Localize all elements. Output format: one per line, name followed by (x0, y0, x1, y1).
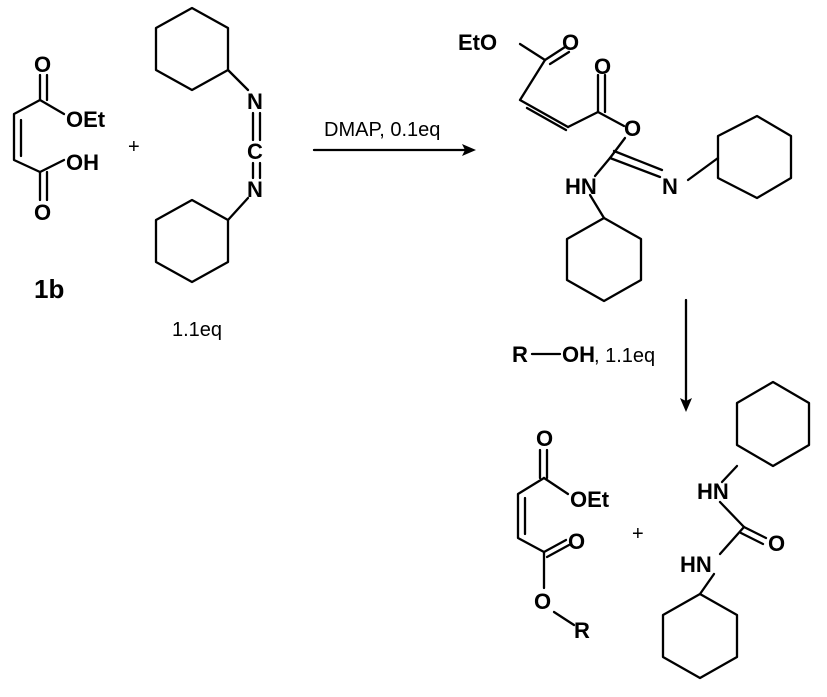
bond (596, 110, 626, 128)
reactant-dcc: N C N 1.1eq (154, 6, 263, 341)
compound-label-1b: 1b (34, 274, 64, 304)
atom-label-o-top: O (536, 426, 553, 451)
bond (525, 106, 568, 132)
equiv-label: 1.1eq (172, 319, 222, 341)
atom-label-hn-top: HN (697, 479, 729, 504)
atom-label-n-top: N (247, 89, 263, 114)
bond (720, 464, 739, 484)
bond (608, 156, 662, 179)
reaction-arrow-1: DMAP, 0.1eq (312, 119, 476, 156)
atom-label-o: O (768, 531, 785, 556)
bond (542, 476, 570, 496)
atom-label-o-mid: O (568, 529, 585, 554)
atom-label-o-bottom: O (34, 200, 51, 225)
bond (698, 572, 716, 596)
cyclohexyl-ring (661, 592, 739, 680)
product-dcu: HN O HN (661, 380, 811, 680)
bond (38, 98, 66, 116)
bond (518, 58, 570, 129)
cyclohexyl-ring (716, 114, 793, 200)
atom-label-o-top: O (562, 30, 579, 55)
intermediate: EtO O O O HN N (458, 30, 793, 303)
bond (739, 531, 765, 546)
atom-label-o-ester: O (534, 589, 551, 614)
bond (686, 156, 720, 182)
reagent-r: R (512, 342, 528, 367)
atom-label-c: C (247, 139, 263, 164)
bond (718, 500, 746, 529)
bond (226, 68, 250, 92)
atom-label-oet: OEt (66, 107, 106, 132)
atom-label-eto: EtO (458, 30, 497, 55)
bond (742, 525, 768, 540)
bond (38, 158, 66, 174)
cyclohexyl-ring (565, 216, 643, 303)
atom-label-n-bottom: N (247, 177, 263, 202)
bond (552, 610, 576, 627)
atom-label-r: R (574, 618, 590, 643)
plus-sign-2: + (632, 523, 644, 545)
bond (593, 156, 612, 178)
atom-label-oet: OEt (570, 487, 610, 512)
reactant-1b: O OEt OH O 1b (12, 52, 106, 304)
reaction-arrow-2: R OH , 1.1eq (512, 298, 692, 412)
bond (548, 50, 571, 66)
reagent-equiv: , 1.1eq (594, 345, 655, 367)
bond (226, 196, 250, 222)
atom-label-hn: HN (565, 174, 597, 199)
cyclohexyl-ring (154, 198, 230, 284)
plus-sign-1: + (128, 136, 140, 158)
bond (545, 543, 571, 559)
bond (516, 476, 546, 554)
bond (588, 193, 606, 220)
cyclohexyl-ring (735, 380, 811, 468)
bond (608, 136, 627, 160)
bond (566, 110, 600, 129)
atom-label-n: N (662, 174, 678, 199)
reagent-oh: OH (562, 342, 595, 367)
bond (12, 98, 42, 174)
arrow-condition: DMAP, 0.1eq (324, 119, 440, 141)
bond (518, 42, 547, 62)
bond (543, 45, 567, 62)
bond (542, 538, 568, 554)
atom-label-oh: OH (66, 150, 99, 175)
atom-label-o-top: O (34, 52, 51, 77)
product-diester: O OEt O O R (516, 426, 610, 643)
arrow-head (680, 398, 692, 412)
atom-label-hn-bottom: HN (680, 552, 712, 577)
atom-label-o-right: O (594, 54, 611, 79)
bond (718, 525, 746, 556)
arrow-head (462, 144, 476, 156)
atom-label-o-ester: O (624, 116, 641, 141)
cyclohexyl-ring (154, 6, 230, 92)
bond (612, 149, 664, 172)
